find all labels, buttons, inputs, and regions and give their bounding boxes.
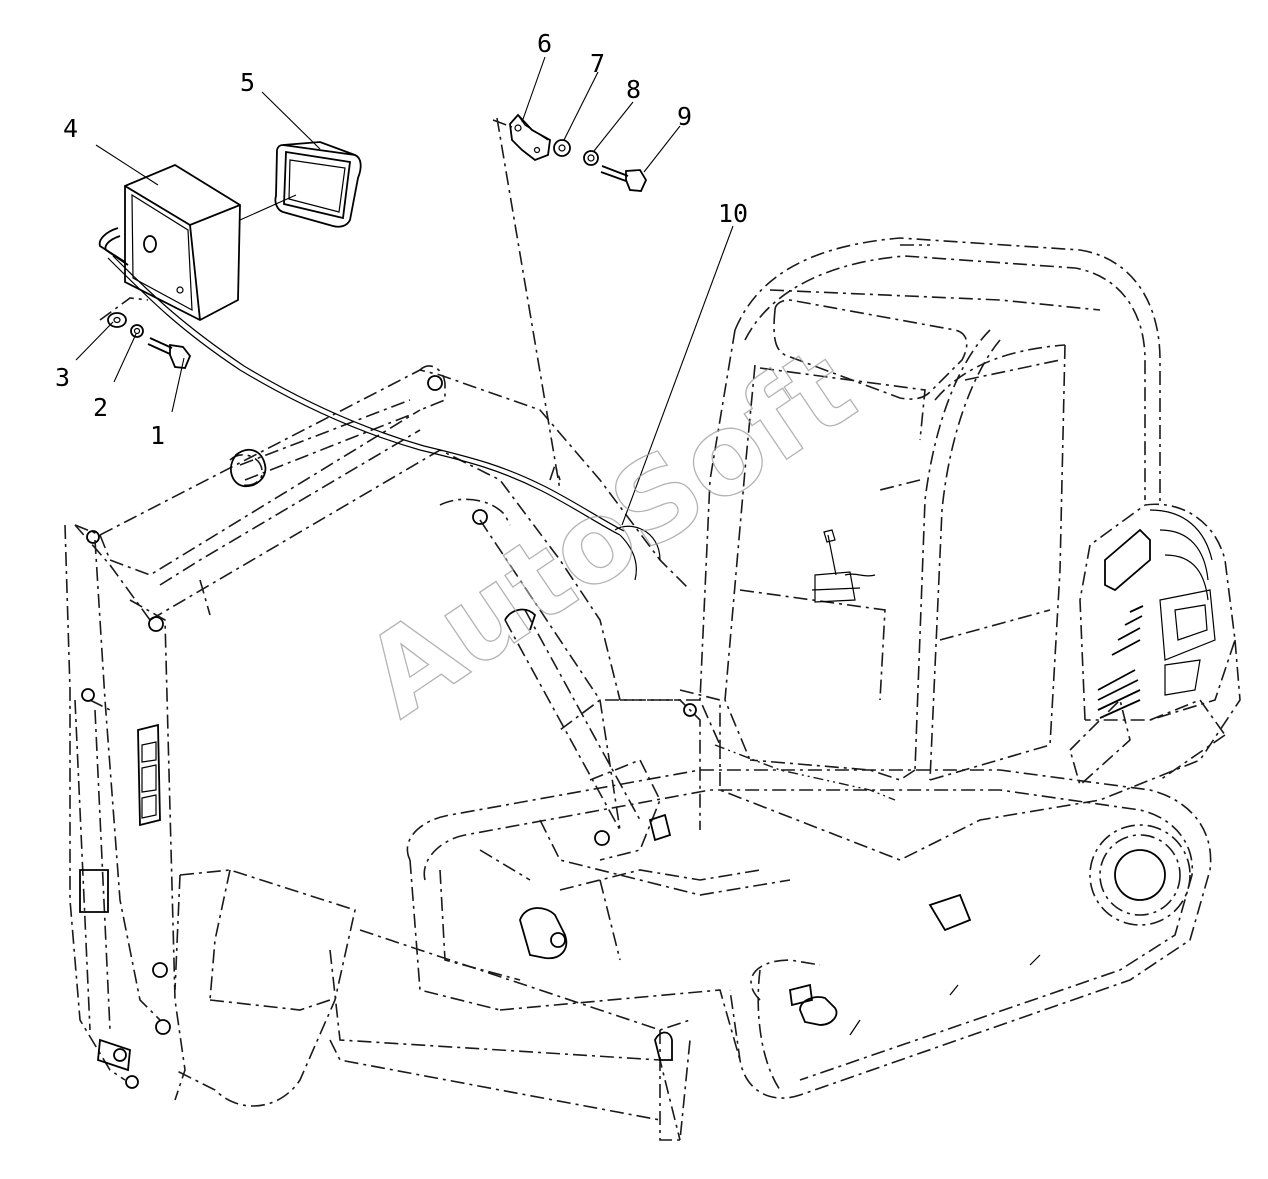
bracket-washer — [553, 139, 571, 157]
callout-2: 2 — [93, 393, 108, 422]
leader-9 — [643, 125, 681, 173]
callout-9: 9 — [677, 102, 692, 131]
leader-8 — [593, 101, 634, 152]
engine-vent — [1097, 605, 1144, 719]
callout-labels: 1 2 3 4 5 6 7 8 9 10 — [55, 29, 748, 450]
leader-lines — [75, 56, 734, 526]
wiring-harness — [107, 255, 661, 581]
dozer-blade — [329, 929, 691, 1141]
bolt — [147, 337, 192, 369]
cab — [699, 237, 1161, 801]
bracket-lock-washer — [583, 150, 599, 166]
leader-3 — [75, 321, 114, 361]
callout-1: 1 — [150, 421, 165, 450]
swing-bracket — [589, 689, 721, 861]
leader-10 — [621, 225, 734, 526]
bracket-bolt — [600, 165, 648, 192]
lock-washer — [130, 324, 144, 338]
callout-3: 3 — [55, 363, 70, 392]
callout-8: 8 — [626, 75, 641, 104]
washer — [107, 312, 127, 328]
engine-cover — [1069, 503, 1236, 787]
lamp-assembly — [98, 113, 661, 581]
leader-2 — [113, 333, 137, 383]
callout-7: 7 — [590, 49, 605, 78]
lamp-housing — [98, 163, 241, 322]
callout-10: 10 — [718, 199, 748, 228]
leader-6 — [521, 56, 546, 123]
bucket — [174, 869, 356, 1107]
undercarriage — [406, 769, 1212, 1099]
lamp-lens — [274, 141, 362, 228]
watermark: AutoSoft — [342, 323, 876, 742]
control-lever — [811, 529, 876, 603]
excavator-outline — [64, 237, 1241, 1141]
arm — [64, 524, 186, 1101]
alignment-line-bracket-2 — [492, 119, 513, 128]
boom — [74, 365, 691, 831]
leader-7 — [563, 71, 599, 141]
leader-1 — [171, 357, 185, 413]
leader-5 — [261, 91, 321, 150]
leader-4 — [95, 144, 159, 186]
mounting-bracket — [509, 113, 551, 162]
callout-6: 6 — [537, 29, 552, 58]
leader-5b — [239, 194, 297, 221]
alignment-line-bracket — [496, 117, 561, 491]
callout-5: 5 — [240, 68, 255, 97]
callout-4: 4 — [63, 114, 78, 143]
upper-house — [559, 639, 1241, 861]
alignment-line-lamp — [99, 297, 149, 321]
